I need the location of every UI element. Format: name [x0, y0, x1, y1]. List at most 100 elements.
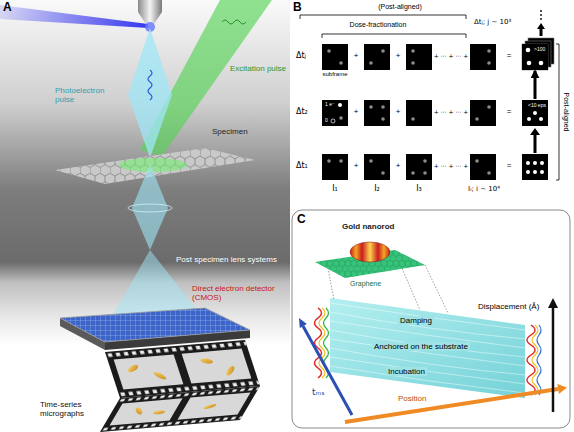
frame-square [406, 44, 432, 70]
subframe [470, 100, 496, 126]
spot [411, 61, 415, 65]
subframe [364, 44, 390, 70]
subframe [322, 100, 348, 126]
spot [381, 105, 385, 109]
frame-square [470, 100, 496, 126]
row-label: Δt₂ [296, 107, 308, 116]
part-label: Specimen [212, 127, 248, 136]
excitation-wave [222, 20, 246, 24]
film-base [100, 386, 260, 432]
film-strip [100, 386, 260, 432]
nanorod-image [200, 358, 213, 364]
spot [381, 117, 385, 121]
film-frame [182, 349, 252, 384]
spot [533, 161, 537, 165]
operator: + [354, 107, 359, 116]
bracket-label: Dose-fractionation [350, 21, 407, 29]
sum-arrow [540, 28, 543, 36]
spot [411, 117, 415, 121]
film-frame [114, 354, 184, 389]
spot [339, 61, 343, 65]
subframe [322, 44, 348, 70]
spot [540, 170, 544, 174]
image-frame: >100 [522, 44, 548, 70]
axis-label: Position [398, 394, 426, 403]
frame-annotation: 1 e⁻ [325, 102, 335, 107]
beam-label: Excitation pulse [230, 64, 288, 73]
axis-label: Displacement (Å) [478, 302, 539, 311]
gold-nanorod [350, 242, 390, 262]
spot [487, 61, 491, 65]
frame-annotation: 0 [325, 118, 328, 123]
spot [527, 117, 531, 121]
position-axis-head [557, 384, 567, 394]
operator: = [507, 107, 512, 116]
image-frame: 1 e⁻ 0 [322, 100, 348, 126]
part-label: Time-series micrographs [40, 400, 98, 418]
spot [533, 111, 537, 115]
frame-square [322, 154, 348, 180]
spot [411, 171, 415, 175]
summed-frame [522, 44, 548, 70]
electron-beam [128, 28, 172, 158]
stack-label: Δtⱼ; j ~ 10³ [474, 18, 511, 26]
frame-label: subframe [322, 71, 347, 78]
wave-line [330, 366, 525, 393]
nanorod-image [153, 370, 166, 381]
frame-square [364, 100, 390, 126]
spot [475, 159, 479, 163]
spot [475, 117, 479, 121]
sum-arrowhead [530, 128, 540, 135]
spot [526, 48, 531, 53]
summed-frame [522, 154, 548, 180]
empty-spot [331, 119, 335, 123]
subframe [406, 44, 432, 70]
spot [339, 159, 343, 163]
spot [411, 49, 415, 53]
nanorod-image [127, 363, 140, 373]
spot [487, 105, 491, 109]
panel-background [0, 0, 290, 345]
spot [539, 117, 543, 121]
panel-frame [292, 210, 570, 428]
part-label: Graphene [350, 280, 381, 288]
sum-arrowhead [537, 23, 545, 29]
operator: = [507, 51, 512, 60]
spot [527, 61, 532, 66]
electron-packet [148, 70, 152, 100]
sum-arrow [534, 71, 537, 99]
panel-letter: C [297, 213, 306, 227]
frame-square [322, 44, 348, 70]
image-frame: <10 eps [522, 100, 548, 126]
part-label: Direct electron detector (CMOS) [192, 284, 288, 302]
spot [381, 171, 385, 175]
spot [487, 171, 491, 175]
bracket [322, 34, 466, 38]
column-label: I₂ [374, 184, 380, 193]
laser-beam [0, 5, 148, 28]
spot [526, 170, 530, 174]
excited-spot [119, 158, 187, 172]
spot [339, 116, 343, 120]
vibration-surface [330, 298, 525, 398]
operator: + ⋯ + ⋯ + [434, 53, 469, 60]
bracket-label: (Post-aligned) [378, 3, 422, 11]
part-label: Gold nanorod [342, 222, 394, 231]
frame-annotation: >100 [534, 47, 545, 52]
column-label: I₃ [416, 184, 422, 193]
projection-line [328, 268, 334, 300]
spot [369, 159, 373, 163]
column-label: Iᵢ; i ~ 10⁴ [468, 185, 500, 193]
operator: + [396, 51, 401, 60]
lens-ring [128, 204, 172, 212]
bracket [300, 15, 466, 19]
row-label: Δt₁ [296, 161, 308, 170]
frame-square [470, 154, 496, 180]
operator: + [354, 51, 359, 60]
operator: + [396, 161, 401, 170]
frame-square [470, 44, 496, 70]
projection-line [425, 265, 448, 313]
spot [327, 159, 331, 163]
spot [526, 161, 530, 165]
